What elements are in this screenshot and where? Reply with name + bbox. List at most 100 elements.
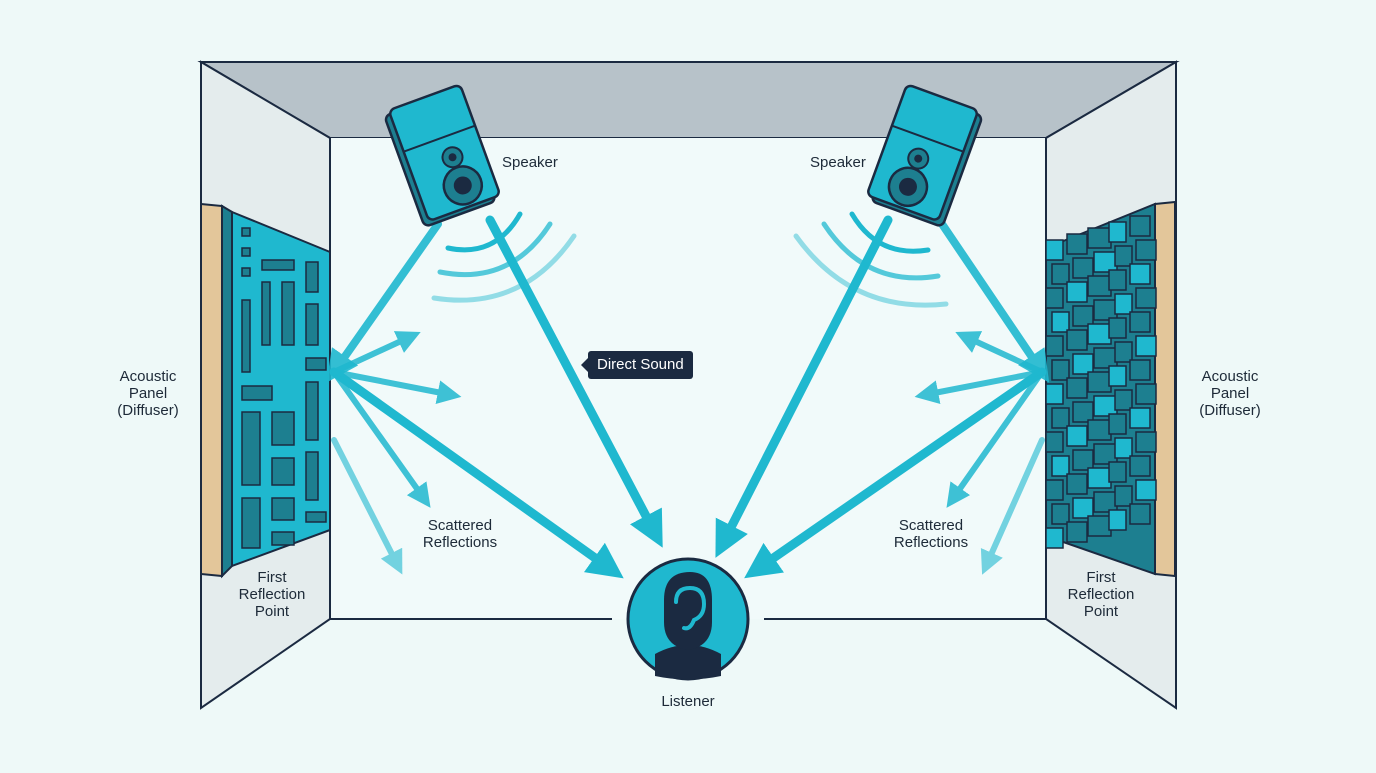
left-panel-groove [241,411,261,486]
right-panel-block [1087,371,1112,393]
right-panel-block [1114,245,1133,267]
direct-sound-callout: Direct Sound [581,351,693,379]
right-panel-block [1129,359,1151,381]
right-panel-block [1051,311,1070,333]
left-panel-groove [305,511,327,523]
right-panel-block [1093,395,1118,417]
left-panel-groove [271,411,295,446]
left-panel-groove [271,497,295,521]
right-panel-block [1129,503,1151,525]
right-panel-block [1072,305,1094,327]
right-panel-block [1135,239,1157,261]
right-panel-block [1135,335,1157,357]
sound-rays [326,215,1050,579]
right-panel-block [1093,347,1118,369]
reflection-right-label: First Reflection Point [1067,569,1135,620]
right-panel-block [1093,299,1118,321]
speaker-left-label: Speaker [502,154,558,171]
speaker-right-label: Speaker [810,154,866,171]
right-panel-block [1114,341,1133,363]
left-panel-grooves [241,227,327,549]
right-panel-block [1108,461,1127,483]
left-acoustic-panel [200,202,331,579]
left-studio-monitor-icon [384,84,500,227]
right-panel-wood-frame [1154,200,1176,578]
right-panel-block [1045,527,1064,549]
right-panel-block [1072,257,1094,279]
right-panel-diffuser-blocks [1045,215,1157,549]
left-panel-face [221,204,233,579]
right-panel-block [1051,263,1070,285]
right-panel-block [1108,365,1127,387]
left-panel-groove [241,385,273,401]
panel-right-label: Acoustic Panel (Diffuser) [1199,368,1261,419]
sound-ray-arrow [955,331,1045,375]
scattered-right-label: Scattered Reflections [893,517,969,551]
right-panel-block [1135,479,1157,501]
left-panel-groove [305,357,327,371]
left-panel-groove [241,247,251,257]
right-panel-block [1114,293,1133,315]
right-panel-block [1045,479,1064,501]
left-sound-wave-icon [431,211,577,303]
sound-ray-arrow [485,215,663,548]
right-panel-block [1072,449,1094,471]
right-studio-monitor-icon [867,84,983,227]
reflection-left-label: First Reflection Point [238,569,306,620]
right-panel-block [1087,275,1112,297]
right-panel-block [1129,407,1151,429]
right-panel-block [1135,287,1157,309]
right-sound-wave-icon [793,211,949,308]
right-panel-block [1087,515,1112,537]
right-panel-block [1045,383,1064,405]
right-panel-block [1045,239,1064,261]
sound-ray-arrow [329,367,624,579]
sound-ray-arrow [326,220,442,383]
right-panel-block [1135,431,1157,453]
left-panel-wood-frame [200,202,223,578]
right-panel-block [1108,269,1127,291]
right-panel-block [1114,485,1133,507]
left-panel-groove [305,451,319,501]
right-panel-block [1114,437,1133,459]
right-panel-block [1093,443,1118,465]
listener-ear-icon [626,557,750,681]
right-panel-block [1066,425,1088,447]
right-panel-block [1108,413,1127,435]
sound-ray-arrow [744,367,1047,579]
right-panel-block [1045,287,1064,309]
left-panel-groove [241,227,251,237]
right-panel-block [1114,389,1133,411]
left-panel-groove [271,457,295,486]
listener-label: Listener [661,693,715,710]
right-panel-block [1072,353,1094,375]
sound-ray-arrow [331,369,462,405]
scattered-left-label: Scattered Reflections [422,517,498,551]
right-panel-block [1072,401,1094,423]
right-panel-block [1108,317,1127,339]
sound-ray-arrow [938,220,1050,383]
right-panel-block [1045,431,1064,453]
left-panel-groove [241,497,261,549]
right-panel-block [1051,407,1070,429]
left-panel-groove [261,281,271,346]
panel-left-label: Acoustic Panel (Diffuser) [117,368,179,419]
right-panel-block [1066,329,1088,351]
right-panel-block [1087,227,1112,249]
right-panel-block [1087,323,1112,345]
left-panel-groove [261,259,295,271]
right-acoustic-panel [1045,200,1176,578]
right-panel-block [1045,335,1064,357]
sound-ray-arrow [946,369,1045,508]
sound-ray-arrow [331,369,431,508]
right-panel-block [1108,221,1127,243]
right-panel-block [1087,419,1112,441]
sound-ray-arrow [715,215,893,558]
left-panel-groove [305,381,319,441]
right-panel-block [1051,455,1070,477]
left-panel-groove [241,267,251,277]
left-panel-groove [281,281,295,346]
right-panel-block [1072,497,1094,519]
